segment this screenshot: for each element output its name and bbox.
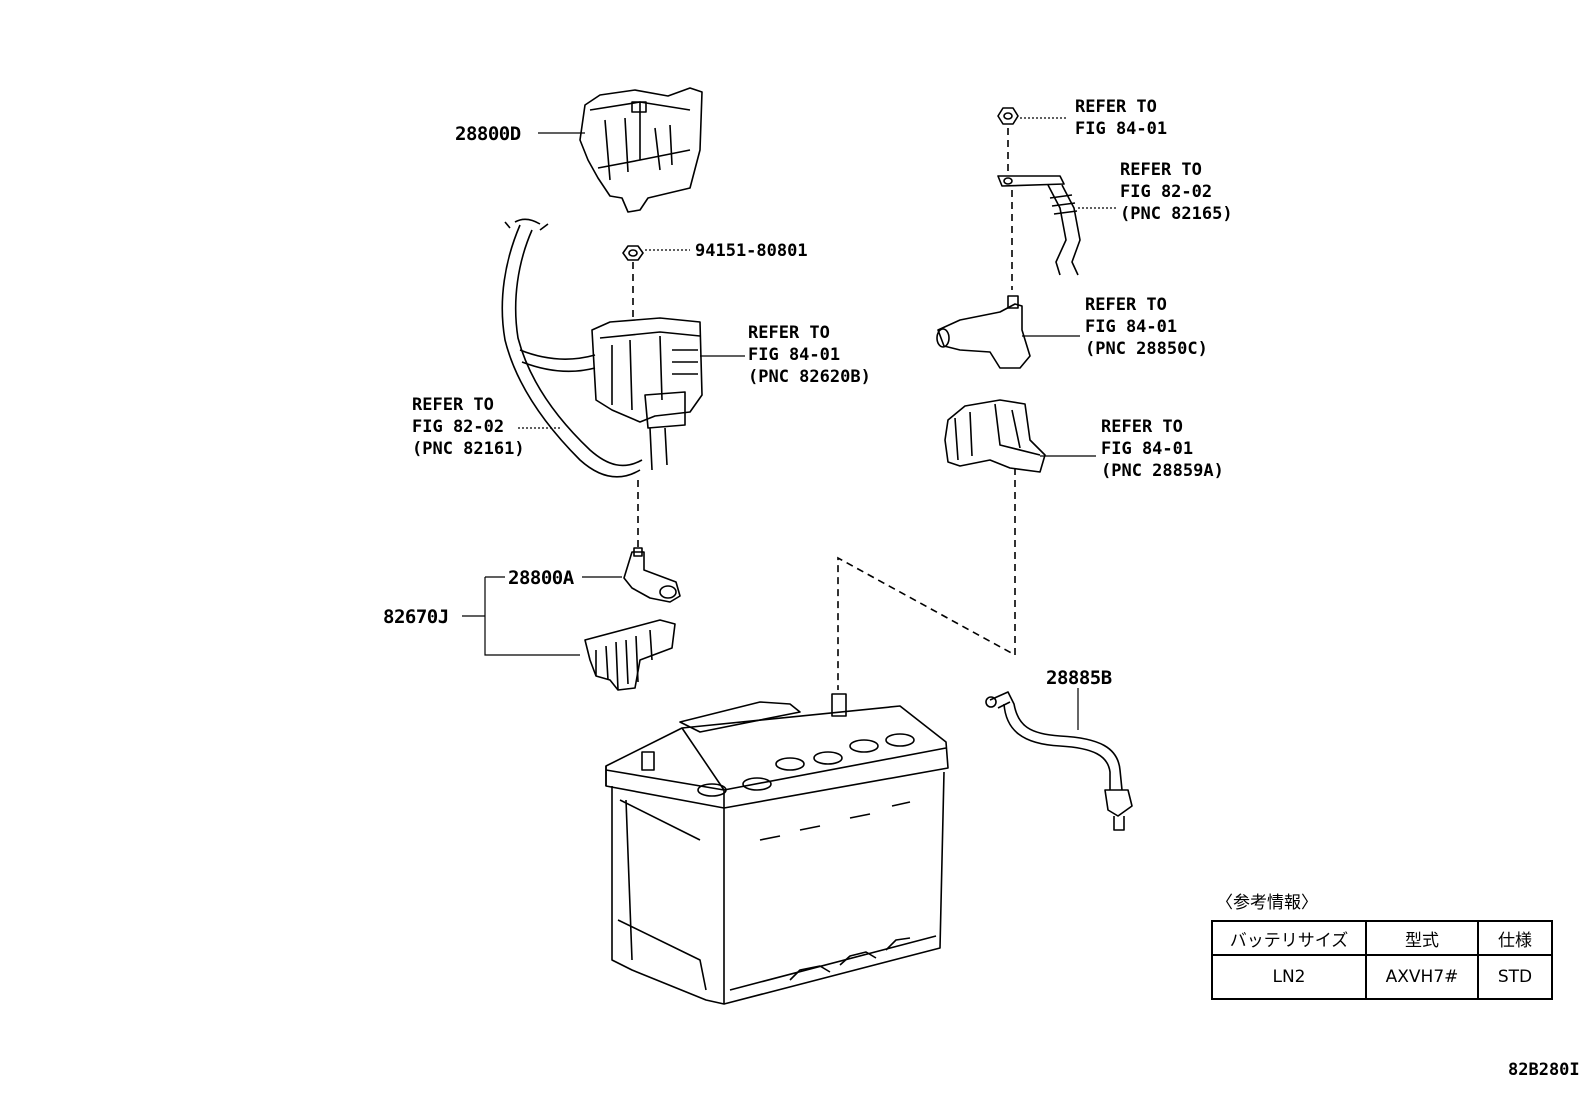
ref-nut-line1: REFER TO xyxy=(1075,97,1157,117)
info-table: バッテリサイズ 型式 仕様 LN2 AXVH7# STD xyxy=(1211,920,1553,1000)
bracket-82670j-part[interactable] xyxy=(584,619,676,691)
nut-94151-80801-part[interactable] xyxy=(622,245,644,261)
value-battery-size: LN2 xyxy=(1211,954,1367,1000)
ref-82161-line1: REFER TO xyxy=(412,395,494,415)
cover-28859a-part[interactable] xyxy=(944,399,1046,473)
ref-82161-line3: (PNC 82161) xyxy=(412,439,525,459)
header-battery-size: バッテリサイズ xyxy=(1211,920,1367,956)
cable-82161-part[interactable] xyxy=(501,218,643,478)
cable-82165-part[interactable] xyxy=(997,175,1081,276)
terminal-28800a-part[interactable] xyxy=(623,547,681,603)
label-28800a: 28800A xyxy=(508,567,575,589)
vent-hose-28885b-part[interactable] xyxy=(985,691,1133,831)
ref-82620b-line1: REFER TO xyxy=(748,323,830,343)
terminal-82620b-part[interactable] xyxy=(591,317,703,471)
ref-82161-line2: FIG 82-02 xyxy=(412,417,504,437)
label-82670j: 82670J xyxy=(383,606,449,628)
ref-82620b-line2: FIG 84-01 xyxy=(748,345,840,365)
info-caption: 〈参考情報〉 xyxy=(1216,893,1318,913)
ref-82165-line3: (PNC 82165) xyxy=(1120,204,1233,224)
table-row: LN2 AXVH7# STD xyxy=(1211,954,1553,1000)
value-model: AXVH7# xyxy=(1365,954,1479,1000)
ref-nut-line2: FIG 84-01 xyxy=(1075,119,1167,139)
header-model: 型式 xyxy=(1365,920,1479,956)
ref-28859a-line3: (PNC 28859A) xyxy=(1101,461,1224,481)
terminal-28850c-part[interactable] xyxy=(936,295,1031,369)
ref-82165-line2: FIG 82-02 xyxy=(1120,182,1212,202)
ref-28850c-line1: REFER TO xyxy=(1085,295,1167,315)
ref-28859a-line2: FIG 84-01 xyxy=(1101,439,1193,459)
header-spec: 仕様 xyxy=(1477,920,1553,956)
ref-82620b-line3: (PNC 82620B) xyxy=(748,367,871,387)
ref-28850c-line2: FIG 84-01 xyxy=(1085,317,1177,337)
ref-28850c-line3: (PNC 28850C) xyxy=(1085,339,1208,359)
ref-82165-line1: REFER TO xyxy=(1120,160,1202,180)
label-28885b: 28885B xyxy=(1046,667,1112,689)
ref-28859a-line1: REFER TO xyxy=(1101,417,1183,437)
table-row: バッテリサイズ 型式 仕様 xyxy=(1211,920,1553,956)
value-spec: STD xyxy=(1477,954,1553,1000)
nut-right-part[interactable] xyxy=(997,107,1019,125)
figure-code: 82B280I xyxy=(1508,1060,1580,1080)
battery-part[interactable] xyxy=(605,693,949,1005)
label-94151-80801: 94151-80801 xyxy=(695,241,808,261)
cover-28800d-part[interactable] xyxy=(579,87,703,213)
label-28800d: 28800D xyxy=(455,123,521,145)
